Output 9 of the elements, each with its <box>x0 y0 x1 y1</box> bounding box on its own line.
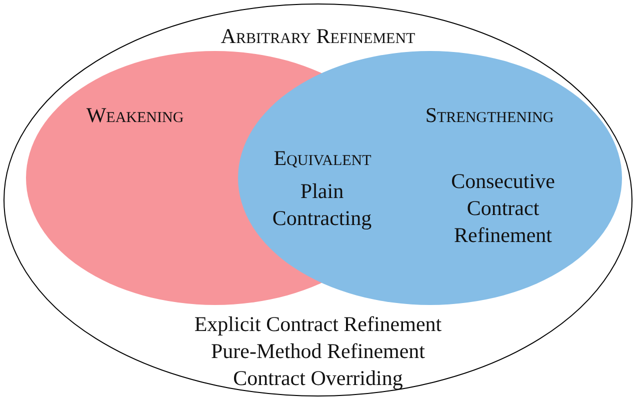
set-title: Arbitrary Refinement <box>220 23 416 50</box>
set-title: Weakening <box>85 102 185 129</box>
member-label: Pure-Method Refinement <box>210 338 426 365</box>
member-label: Plain Contracting <box>271 178 373 232</box>
set-title: Strengthening <box>424 102 555 129</box>
set-title: Equivalent <box>272 145 372 172</box>
member-label: Contract Overriding <box>232 365 404 392</box>
member-label: Explicit Contract Refinement <box>193 311 443 338</box>
member-label: Consecutive Contract Refinement <box>450 168 556 249</box>
